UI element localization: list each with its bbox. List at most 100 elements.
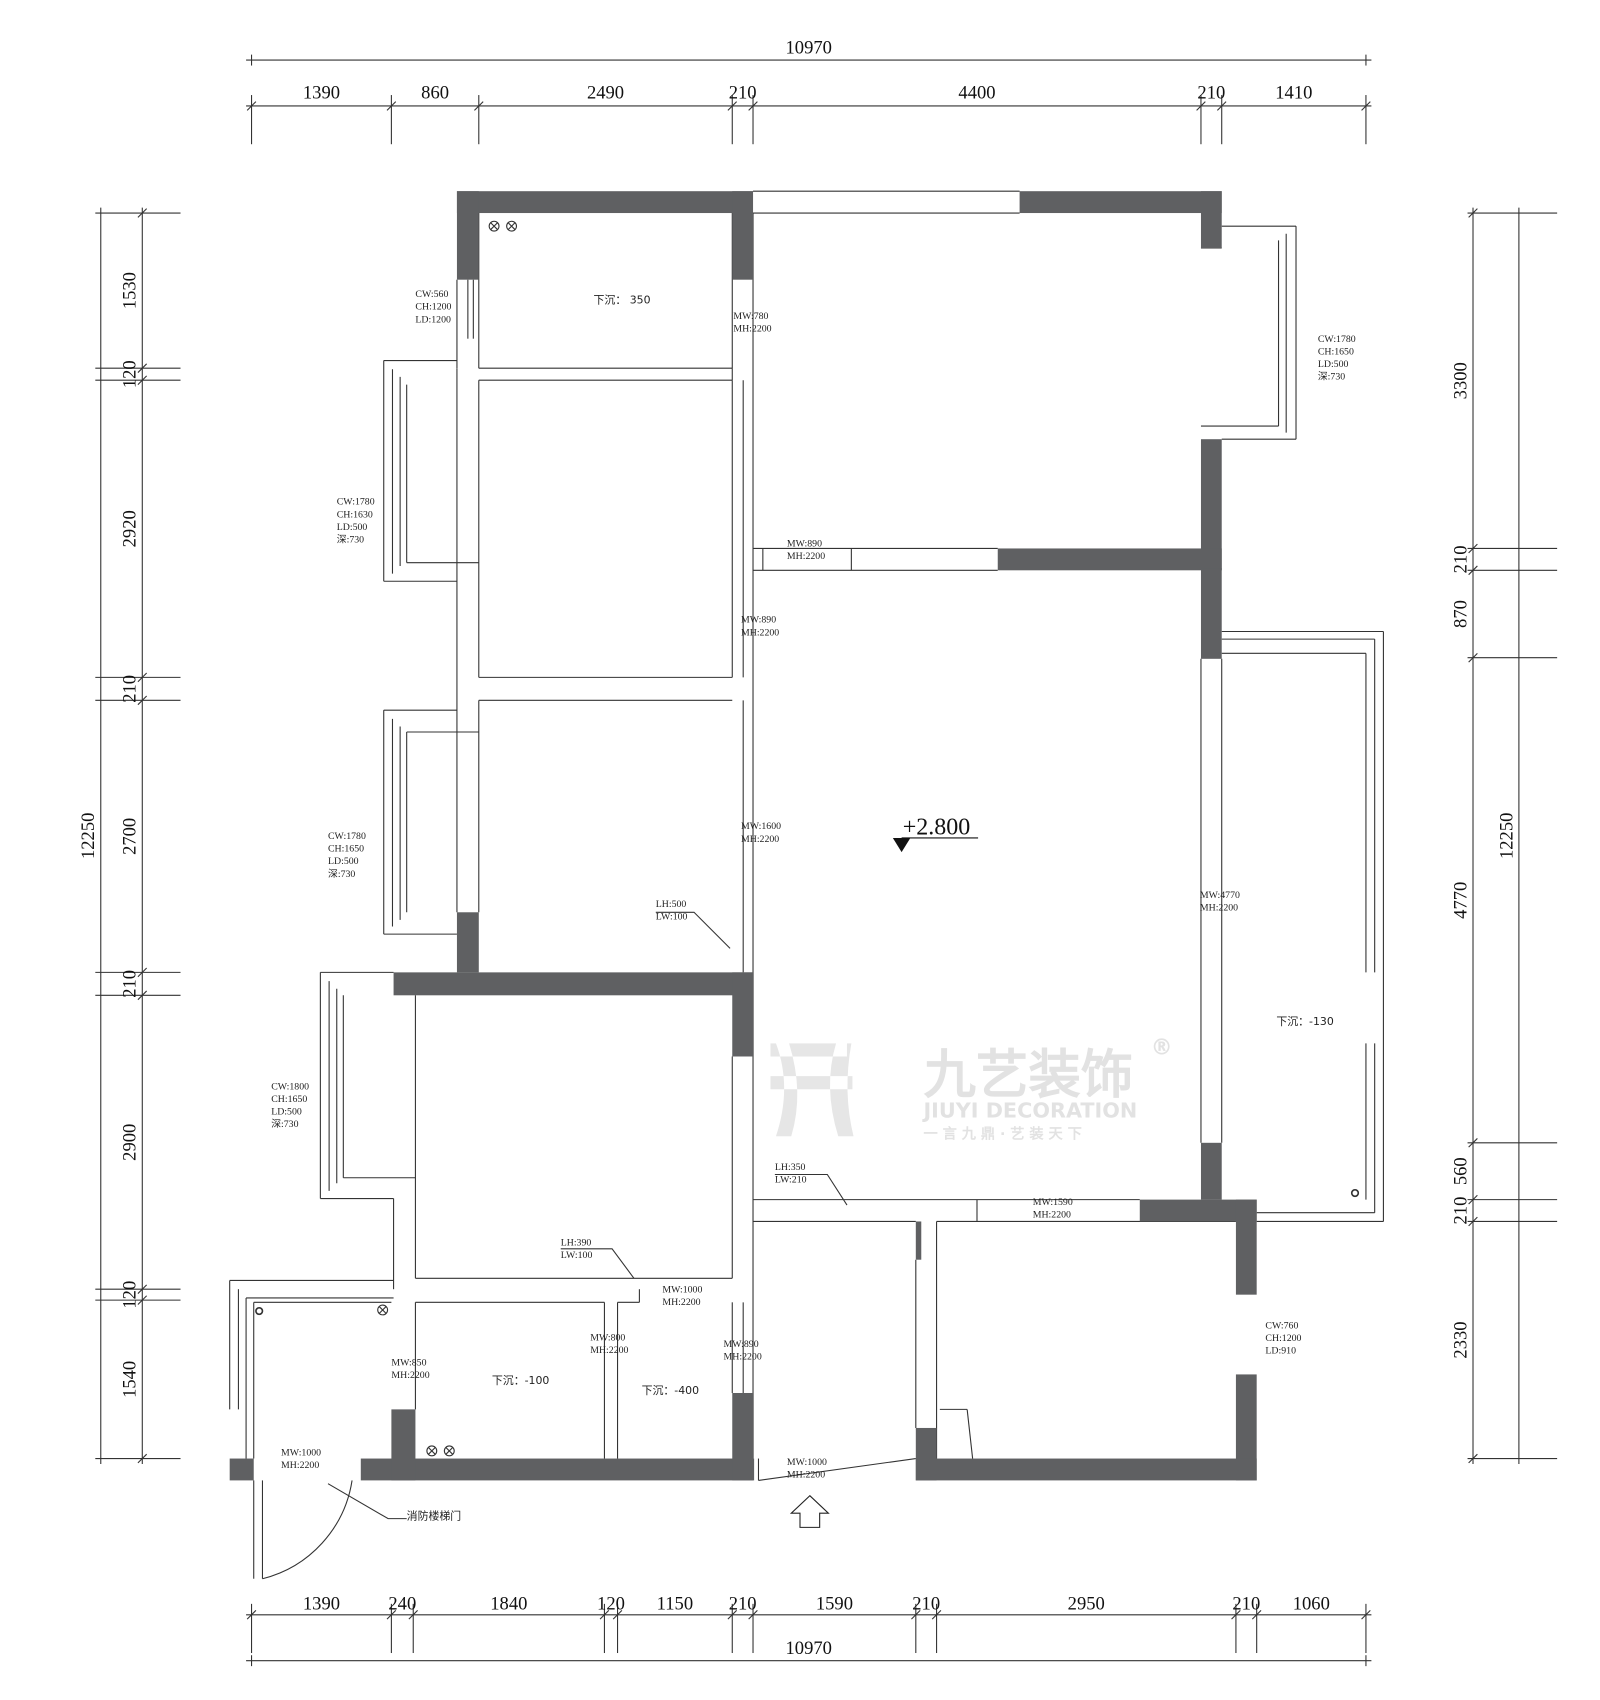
- wall-segment: [997, 548, 1222, 571]
- leader-line: [655, 911, 731, 949]
- dimension-tick: [137, 363, 148, 373]
- watermark-brand-en: JIUYI DECORATION: [921, 1099, 1137, 1123]
- dimension-tick: [1361, 1610, 1371, 1620]
- annotation: 下沉：-130: [1276, 1015, 1334, 1028]
- annotation-line: CH:1650: [271, 1094, 307, 1105]
- annotation-line: CH:1630: [337, 509, 373, 520]
- dimension-label: 210: [120, 675, 141, 703]
- annotation-line: LD:500: [271, 1106, 302, 1117]
- dimension-tick: [137, 695, 148, 706]
- annotation-line: LD:500: [1318, 359, 1349, 370]
- annotation-line: 消防楼梯门: [407, 1509, 462, 1523]
- wall-segment: [391, 1409, 416, 1481]
- dimension-tick: [1468, 208, 1478, 218]
- wall-segment: [456, 191, 479, 280]
- dimension-label: 1150: [657, 1593, 693, 1614]
- annotation-line: 下沉：-100: [492, 1374, 550, 1387]
- annotation-line: CH:1200: [415, 302, 451, 313]
- dimension-tick: [612, 1610, 623, 1620]
- dimension-tick: [386, 101, 397, 111]
- ceiling-light-icon: [506, 220, 518, 232]
- dimension-tick: [246, 1610, 257, 1620]
- annotation: 消防楼梯门: [407, 1509, 462, 1523]
- wall-segment: [1235, 1199, 1257, 1295]
- annotation-line: MW:1600: [741, 821, 781, 832]
- dimension-tick: [911, 1610, 921, 1620]
- floor-drain-icon: [1350, 1188, 1360, 1198]
- annotation-line: CW:1800: [271, 1081, 309, 1092]
- watermark-logo-icon: [770, 1043, 854, 1137]
- wall-segment: [360, 1458, 755, 1481]
- fixtures: [255, 220, 1360, 1457]
- annotation-line: MH:2200: [787, 551, 825, 562]
- wall-segment: [915, 1221, 922, 1260]
- annotation-line: MH:2200: [724, 1352, 762, 1363]
- wall-segment: [1200, 191, 1222, 249]
- leader-line: [774, 1173, 848, 1206]
- annotation-line: MH:2200: [741, 834, 779, 845]
- dimension-label: 1060: [1293, 1593, 1330, 1614]
- dimension-tick: [137, 990, 148, 1001]
- dimension-tick: [137, 1284, 148, 1294]
- annotation-line: LD:500: [337, 522, 368, 533]
- elevation-value: +2.800: [903, 815, 971, 841]
- annotation-line: 深:730: [328, 868, 355, 880]
- wall-segment: [1019, 191, 1222, 214]
- annotation-line: CW:560: [415, 289, 448, 300]
- annotation-line: 深:730: [271, 1118, 298, 1130]
- annotation-line: 下沉： 350: [594, 294, 651, 307]
- dimension-tick: [246, 101, 257, 111]
- dimension-tick: [408, 1610, 418, 1620]
- dimension-total: 10970: [786, 38, 832, 59]
- dimension-label: 1840: [490, 1593, 527, 1614]
- annotation-line: MH:2200: [733, 324, 771, 335]
- annotation-line: 深:730: [337, 533, 364, 545]
- dimension-label: 1540: [120, 1361, 141, 1398]
- dimension-label: 2900: [120, 1124, 141, 1161]
- annotation-line: MH:2200: [787, 1470, 825, 1481]
- dimension-total: 12250: [1496, 813, 1517, 859]
- dimension-tick: [1468, 1138, 1478, 1148]
- wall-segment: [1200, 1142, 1222, 1200]
- annotation-line: MW:890: [787, 538, 822, 549]
- dimension-tick: [727, 1610, 738, 1620]
- room-outlines: [229, 190, 1384, 1580]
- annotation-line: MW:850: [391, 1358, 426, 1369]
- dimension-label: 2950: [1068, 1593, 1105, 1614]
- dimension-label: 210: [1450, 1197, 1471, 1225]
- dimension-tick: [137, 208, 148, 218]
- annotation-line: MH:2200: [741, 627, 779, 638]
- dimension-label: 210: [729, 1593, 757, 1614]
- dimension-label: 860: [421, 82, 449, 103]
- dimension-label: 1410: [1275, 82, 1312, 103]
- watermark: 九艺装饰 JIUYI DECORATION 一 言 九 鼎 · 艺 装 天 下 …: [770, 1035, 1173, 1142]
- dimension-label: 1390: [303, 1593, 340, 1614]
- dimension-label: 560: [1450, 1157, 1471, 1185]
- dimension-tick: [748, 101, 758, 111]
- dimension-tick: [1196, 101, 1206, 111]
- annotation: 下沉： 350: [594, 294, 651, 307]
- dimension-tick: [1231, 1610, 1241, 1620]
- wall-segment: [915, 1458, 1257, 1481]
- dimension-tick: [137, 1295, 148, 1305]
- annotation: 下沉：-100: [492, 1374, 550, 1387]
- dimension-label: 2330: [1450, 1321, 1471, 1358]
- watermark-brand-cn: 九艺装饰: [923, 1045, 1133, 1106]
- annotation-line: CH:1650: [328, 844, 364, 855]
- elevation-marker: +2.800: [892, 815, 979, 853]
- dimension-label: 210: [1232, 1593, 1260, 1614]
- dimension-label: 2920: [120, 510, 141, 547]
